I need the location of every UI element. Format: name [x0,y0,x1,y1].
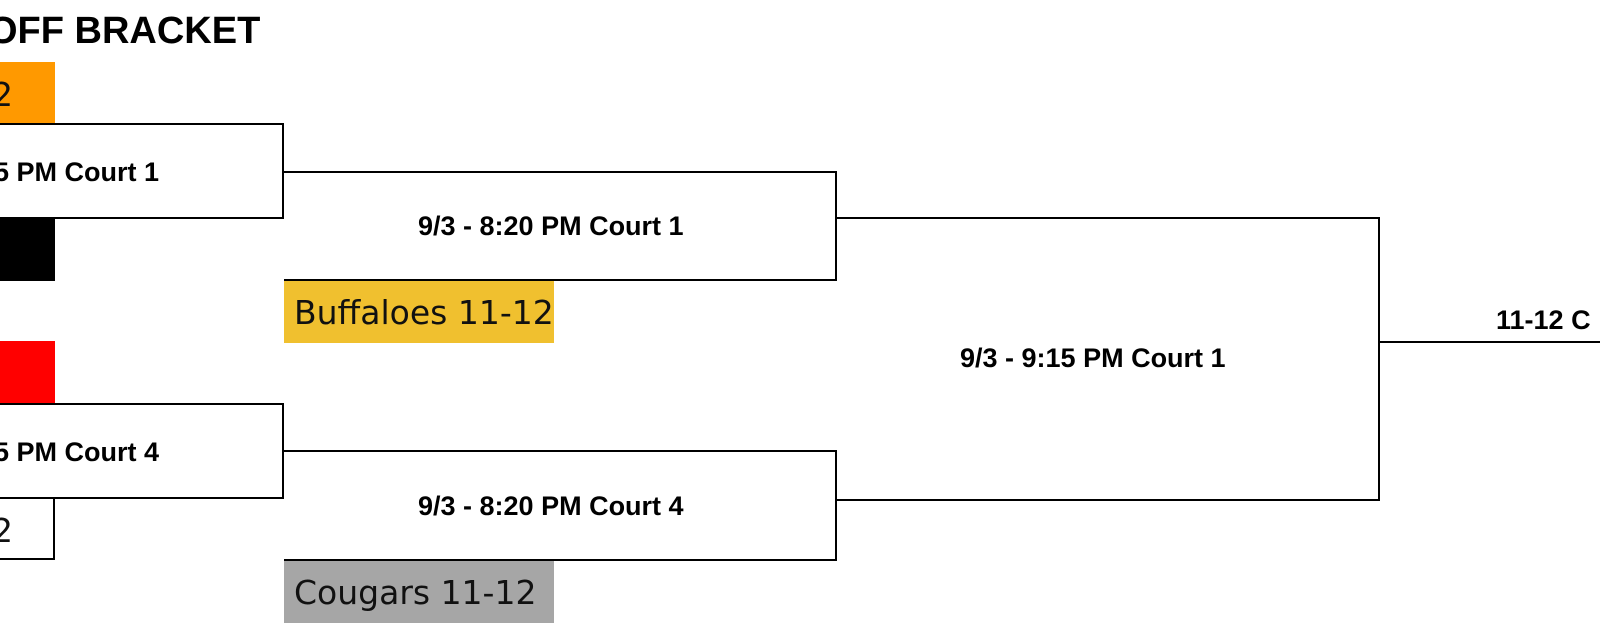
r2-top-line-right [835,171,837,281]
r1-top-line-right [282,123,284,219]
seed-chip-white: 2 [0,498,55,560]
r2-top-line-bottom [284,279,837,281]
team-chip-cougars-text: Cougars 11-12 [294,573,537,612]
sf-game-label: 9/3 - 9:15 PM Court 1 [960,343,1226,373]
r1-top-line-top [0,123,284,125]
bracket-title: OFF BRACKET [0,10,261,52]
r1-bottom-game-label: 5 PM Court 4 [0,437,160,467]
r2-top-game-label: 9/3 - 8:20 PM Court 1 [418,211,684,241]
team-chip-cougars: Cougars 11-12 [284,561,554,623]
r1-top-game-label: 5 PM Court 1 [0,157,160,187]
sf-line-bottom [837,499,1380,501]
seed-chip-orange-text: 2 [0,75,13,114]
team-chip-buffaloes-text: Buffaloes 11-12 [294,293,554,332]
r1-bottom-line-bottom [0,497,284,499]
seed-chip-red [0,341,55,403]
sf-line-right [1378,217,1380,501]
final-label: 11-12 C [1496,305,1591,335]
seed-chip-black [0,219,55,281]
r2-bottom-line-right [835,450,837,561]
sf-line-top [837,217,1380,219]
seed-chip-white-text: 2 [0,514,13,547]
final-line [1380,341,1600,343]
r2-bottom-line-top [284,450,837,452]
r1-top-line-bottom [0,217,284,219]
r2-bottom-line-bottom [284,559,837,561]
r1-bottom-line-right [282,403,284,499]
r2-top-line-top [284,171,837,173]
seed-chip-orange: 2 [0,62,55,124]
team-chip-buffaloes: Buffaloes 11-12 [284,281,554,343]
r2-bottom-game-label: 9/3 - 8:20 PM Court 4 [418,491,684,521]
r1-bottom-line-top [0,403,284,405]
